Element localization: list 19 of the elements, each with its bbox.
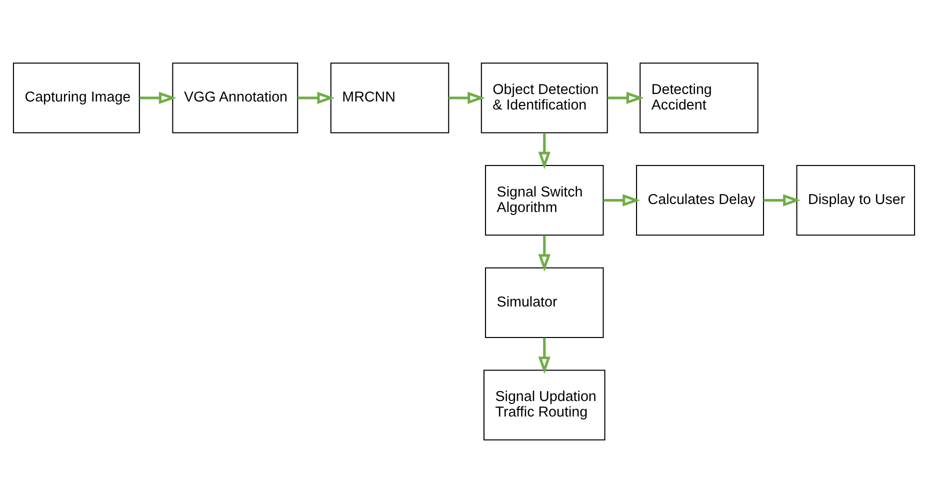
arrow [297,92,334,104]
node-box: Detecting Accident [639,62,758,134]
node-box: Object Detection & Identification [480,62,608,134]
arrow [763,194,800,206]
arrow [538,132,550,170]
arrow [602,194,640,206]
arrow [538,235,550,272]
node-box: Signal Updation Traffic Routing [482,370,605,440]
arrow [448,92,485,104]
node-box: VGG Annotation [172,62,298,134]
node-box: Display to User [796,164,915,236]
arrow [538,338,550,374]
node-box: Signal Switch Algorithm [484,164,604,236]
node-box: Simulator [484,267,604,338]
node-box: MRCNN [330,62,449,134]
arrow [139,92,176,104]
node-box: Capturing Image [12,62,140,134]
arrow [607,92,644,104]
node-box: Calculates Delay [636,164,764,236]
